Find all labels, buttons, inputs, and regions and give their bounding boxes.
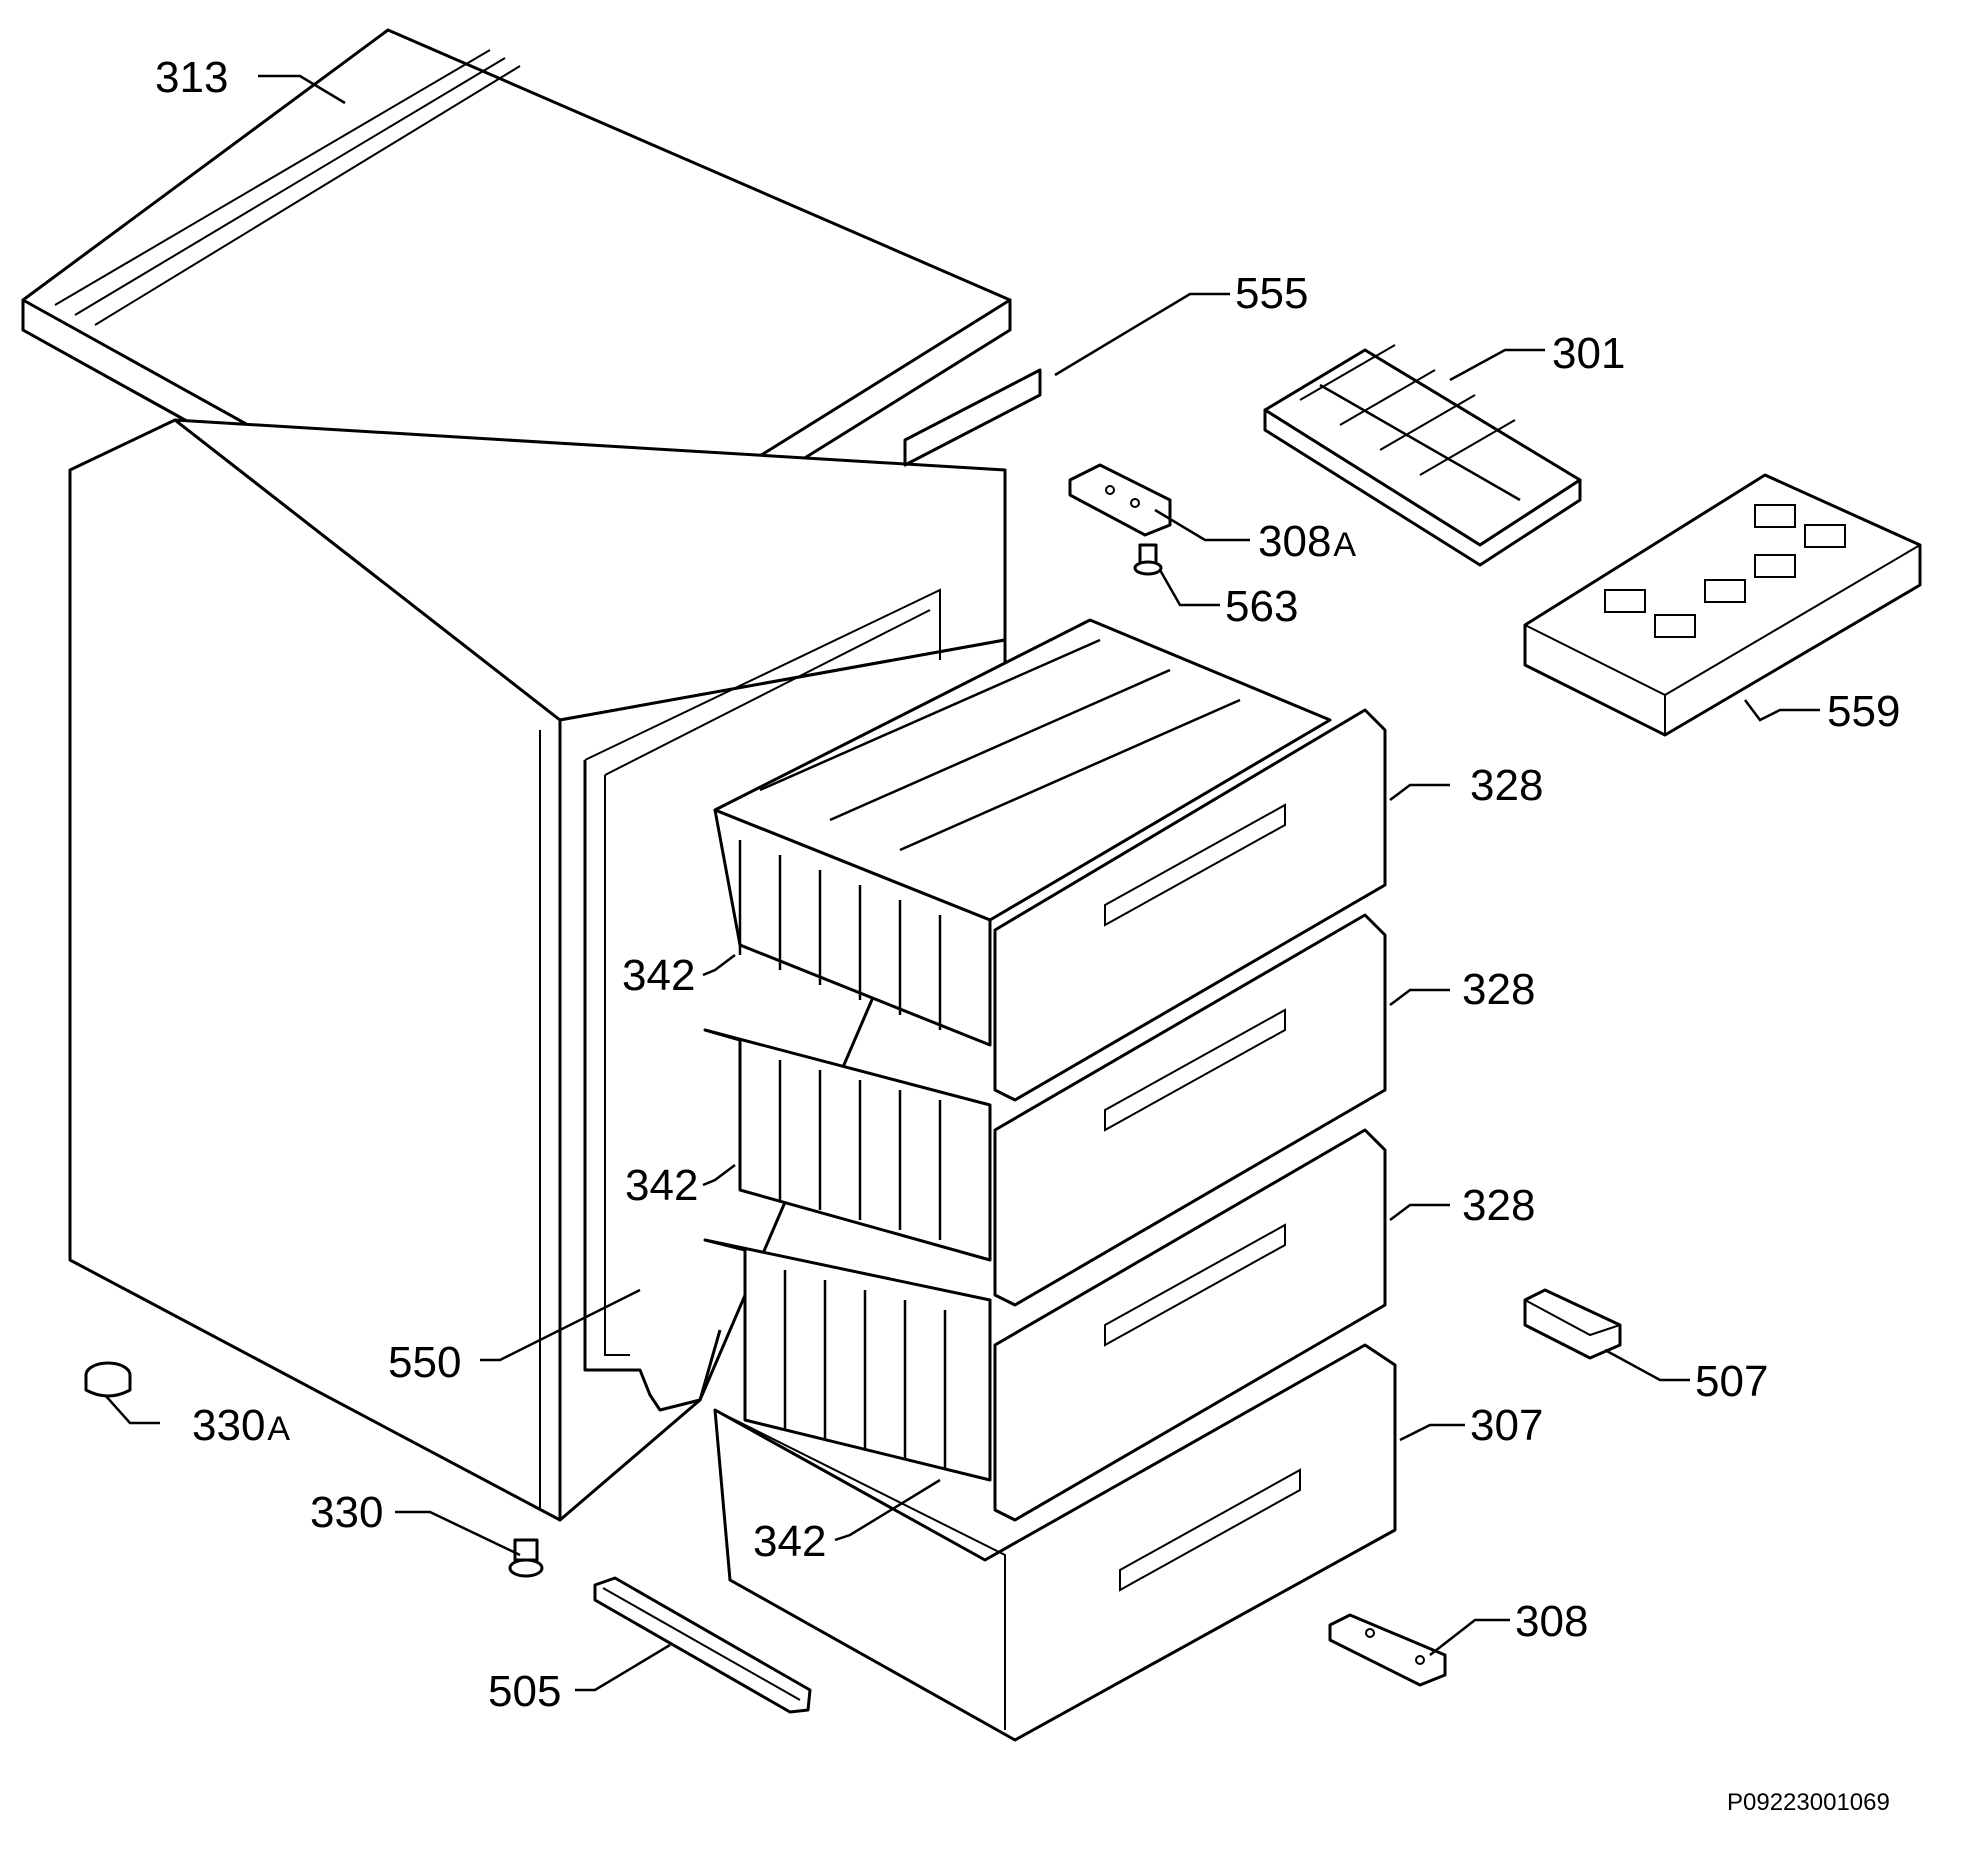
callout-328-bottom: 328 <box>1462 1181 1535 1230</box>
foot-cap-part <box>84 1361 132 1398</box>
callout-328-top: 328 <box>1470 761 1543 810</box>
basket-2 <box>703 1028 992 1262</box>
callout-313: 313 <box>155 53 228 102</box>
callout-308a: 308A <box>1258 517 1356 566</box>
callout-555: 555 <box>1235 269 1308 318</box>
hinge-pin-part <box>1133 543 1163 576</box>
bracket-507-part <box>1523 1288 1622 1360</box>
callout-328-middle: 328 <box>1462 965 1535 1014</box>
callout-330a: 330A <box>192 1401 290 1450</box>
callout-507: 507 <box>1695 1357 1768 1406</box>
top-hinge-part <box>1068 463 1172 537</box>
bottom-hinge-part <box>1328 1613 1447 1687</box>
ice-pack-part <box>1523 473 1922 737</box>
callout-342-bottom: 342 <box>753 1517 826 1566</box>
bottom-drawer-part <box>713 1343 1397 1742</box>
callout-550: 550 <box>388 1338 461 1387</box>
callout-308: 308 <box>1515 1597 1588 1646</box>
callout-559: 559 <box>1827 687 1900 736</box>
callout-330: 330 <box>310 1488 383 1537</box>
ice-tray-part <box>1263 344 1582 567</box>
strip-part <box>903 368 1042 467</box>
drawer-front-3 <box>993 1128 1387 1522</box>
callout-342-middle: 342 <box>625 1161 698 1210</box>
callout-308a-number: 308 <box>1258 517 1331 566</box>
basket-3 <box>703 1238 992 1482</box>
callout-330a-suffix: A <box>267 1410 290 1448</box>
leader-lines <box>104 74 1820 1692</box>
foot-part <box>508 1538 544 1578</box>
plinth-rail-part <box>593 1576 812 1714</box>
callout-308a-suffix: A <box>1333 526 1356 564</box>
callout-505: 505 <box>488 1667 561 1716</box>
callout-563: 563 <box>1225 582 1298 631</box>
drawer-front-1 <box>993 708 1387 1102</box>
callout-301: 301 <box>1552 329 1625 378</box>
callout-330a-number: 330 <box>192 1401 265 1450</box>
door-seal-part <box>583 760 722 1412</box>
drawer-front-2 <box>993 913 1387 1307</box>
document-id: P09223001069 <box>1727 1789 1890 1816</box>
basket-1 <box>713 618 1332 1047</box>
callout-307: 307 <box>1470 1401 1543 1450</box>
callout-342-top: 342 <box>622 951 695 1000</box>
